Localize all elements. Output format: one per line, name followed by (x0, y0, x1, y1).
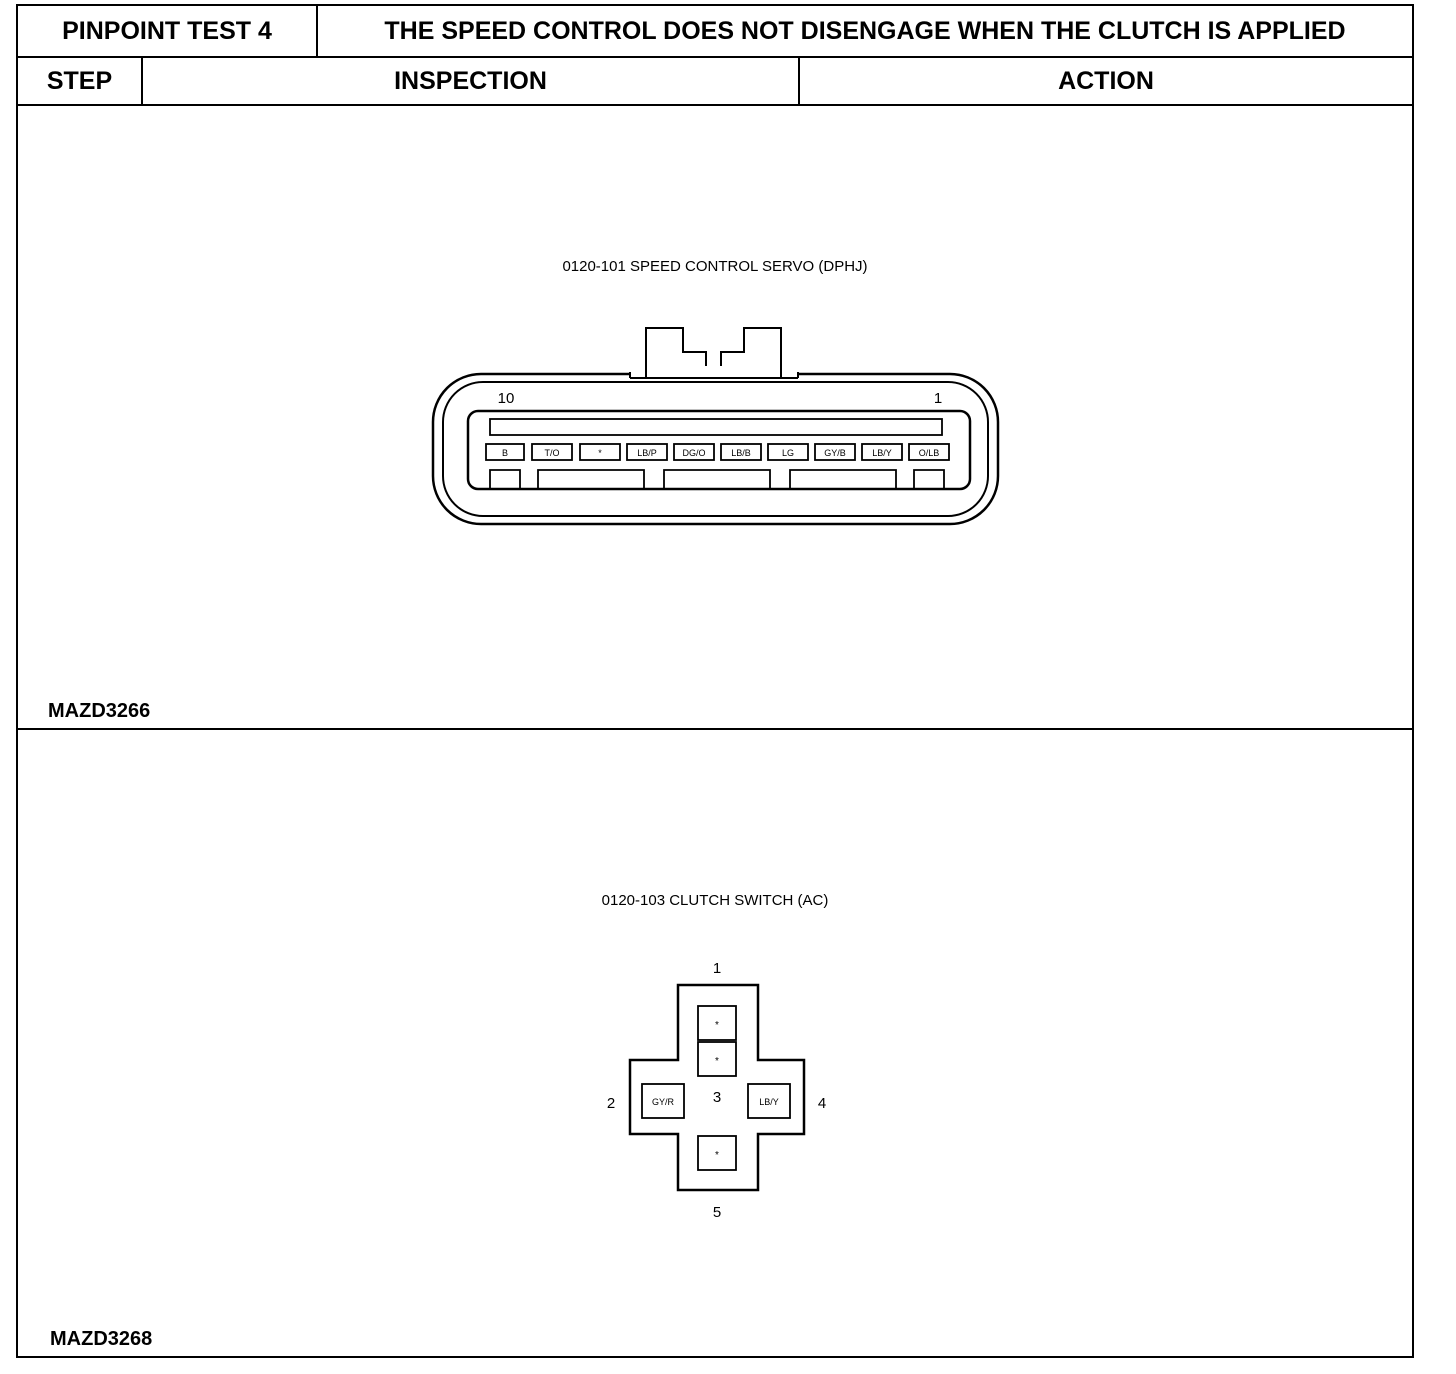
servo-connector-inner-rim (442, 381, 989, 517)
servo-pin-3-label: GY/B (824, 448, 846, 458)
inspection-column-header: INSPECTION (143, 58, 800, 104)
servo-pin-6-label: DG/O (682, 448, 705, 458)
clutch-pin-1b-label: * (715, 1056, 719, 1067)
servo-pin-1 (908, 443, 950, 461)
clutch-pin-1-cavity (697, 1005, 737, 1041)
step-column-header: STEP (18, 58, 143, 104)
title-row: PINPOINT TEST 4 THE SPEED CONTROL DOES N… (18, 6, 1412, 58)
servo-pin-10-label: B (502, 448, 508, 458)
test-title: THE SPEED CONTROL DOES NOT DISENGAGE WHE… (384, 16, 1346, 45)
servo-figure-id: MAZD3266 (48, 700, 151, 722)
servo-pin-3 (814, 443, 856, 461)
servo-pin-8 (579, 443, 621, 461)
servo-pin-2 (861, 443, 903, 461)
servo-pin-9-label: T/O (545, 448, 560, 458)
servo-pin-2-label: LB/Y (872, 448, 892, 458)
servo-pin-6 (673, 443, 715, 461)
clutch-pin-1-number: 1 (713, 960, 721, 977)
servo-pin-4 (767, 443, 809, 461)
clutch-pin-2-number: 2 (607, 1095, 615, 1112)
servo-pin-5-label: LB/B (731, 448, 751, 458)
pinpoint-test-sheet: PINPOINT TEST 4 THE SPEED CONTROL DOES N… (16, 4, 1414, 1358)
clutch-pin-5-number: 5 (713, 1204, 721, 1221)
servo-top-slot (489, 418, 943, 436)
servo-pin-1-label: O/LB (919, 448, 940, 458)
servo-pin-row: B T/O * LB/P DG/O LB/B LG GY/B LB/Y O/ (485, 443, 950, 461)
servo-pin-8-label: * (598, 448, 602, 458)
clutch-switch-caption: 0120-103 CLUTCH SWITCH (AC) (601, 892, 829, 909)
servo-pin-10 (485, 443, 525, 461)
clutch-pin-1-label: * (715, 1020, 719, 1031)
clutch-switch-body (628, 983, 806, 1192)
action-column-header: ACTION (1058, 66, 1154, 95)
clutch-pin-4-number: 4 (818, 1095, 826, 1112)
clutch-pin-5-label: * (715, 1150, 719, 1161)
clutch-switch-figure-id: MAZD3268 (50, 1328, 153, 1350)
clutch-switch-connector-diagram: 1 2 3 4 5 * * GY/R LB/Y * (607, 960, 826, 1221)
figure-panel-clutch-switch: 0120-103 CLUTCH SWITCH (AC) 1 2 3 4 5 * … (18, 730, 1412, 1356)
servo-pin-5 (720, 443, 762, 461)
clutch-pin-5-cavity (697, 1135, 737, 1171)
test-label: PINPOINT TEST 4 (18, 6, 318, 56)
servo-pin-1-number: 1 (934, 390, 942, 407)
figure-panel-servo: 0120-101 SPEED CONTROL SERVO (DPHJ) 10 (18, 106, 1412, 730)
servo-pin-face (466, 409, 972, 491)
servo-caption: 0120-101 SPEED CONTROL SERVO (DPHJ) (562, 258, 868, 275)
column-header-row: STEP INSPECTION ACTION (18, 58, 1412, 106)
servo-connector-diagram: 10 1 B T/O * LB/P DG/O LB/B LG GY/B (431, 327, 1000, 526)
servo-pin-7 (626, 443, 668, 461)
clutch-pin-4-cavity (747, 1083, 791, 1119)
servo-pin-4-label: LG (782, 448, 794, 458)
clutch-pin-1b-cavity (697, 1041, 737, 1077)
servo-pin-9 (531, 443, 573, 461)
clutch-pin-3-number: 3 (713, 1089, 721, 1106)
clutch-pin-2-label: GY/R (652, 1097, 675, 1107)
clutch-pin-2-cavity (641, 1083, 685, 1119)
servo-keying-slots (489, 469, 945, 488)
servo-pin-10-number: 10 (498, 390, 515, 407)
servo-pin-7-label: LB/P (637, 448, 657, 458)
clutch-pin-4-label: LB/Y (759, 1097, 779, 1107)
